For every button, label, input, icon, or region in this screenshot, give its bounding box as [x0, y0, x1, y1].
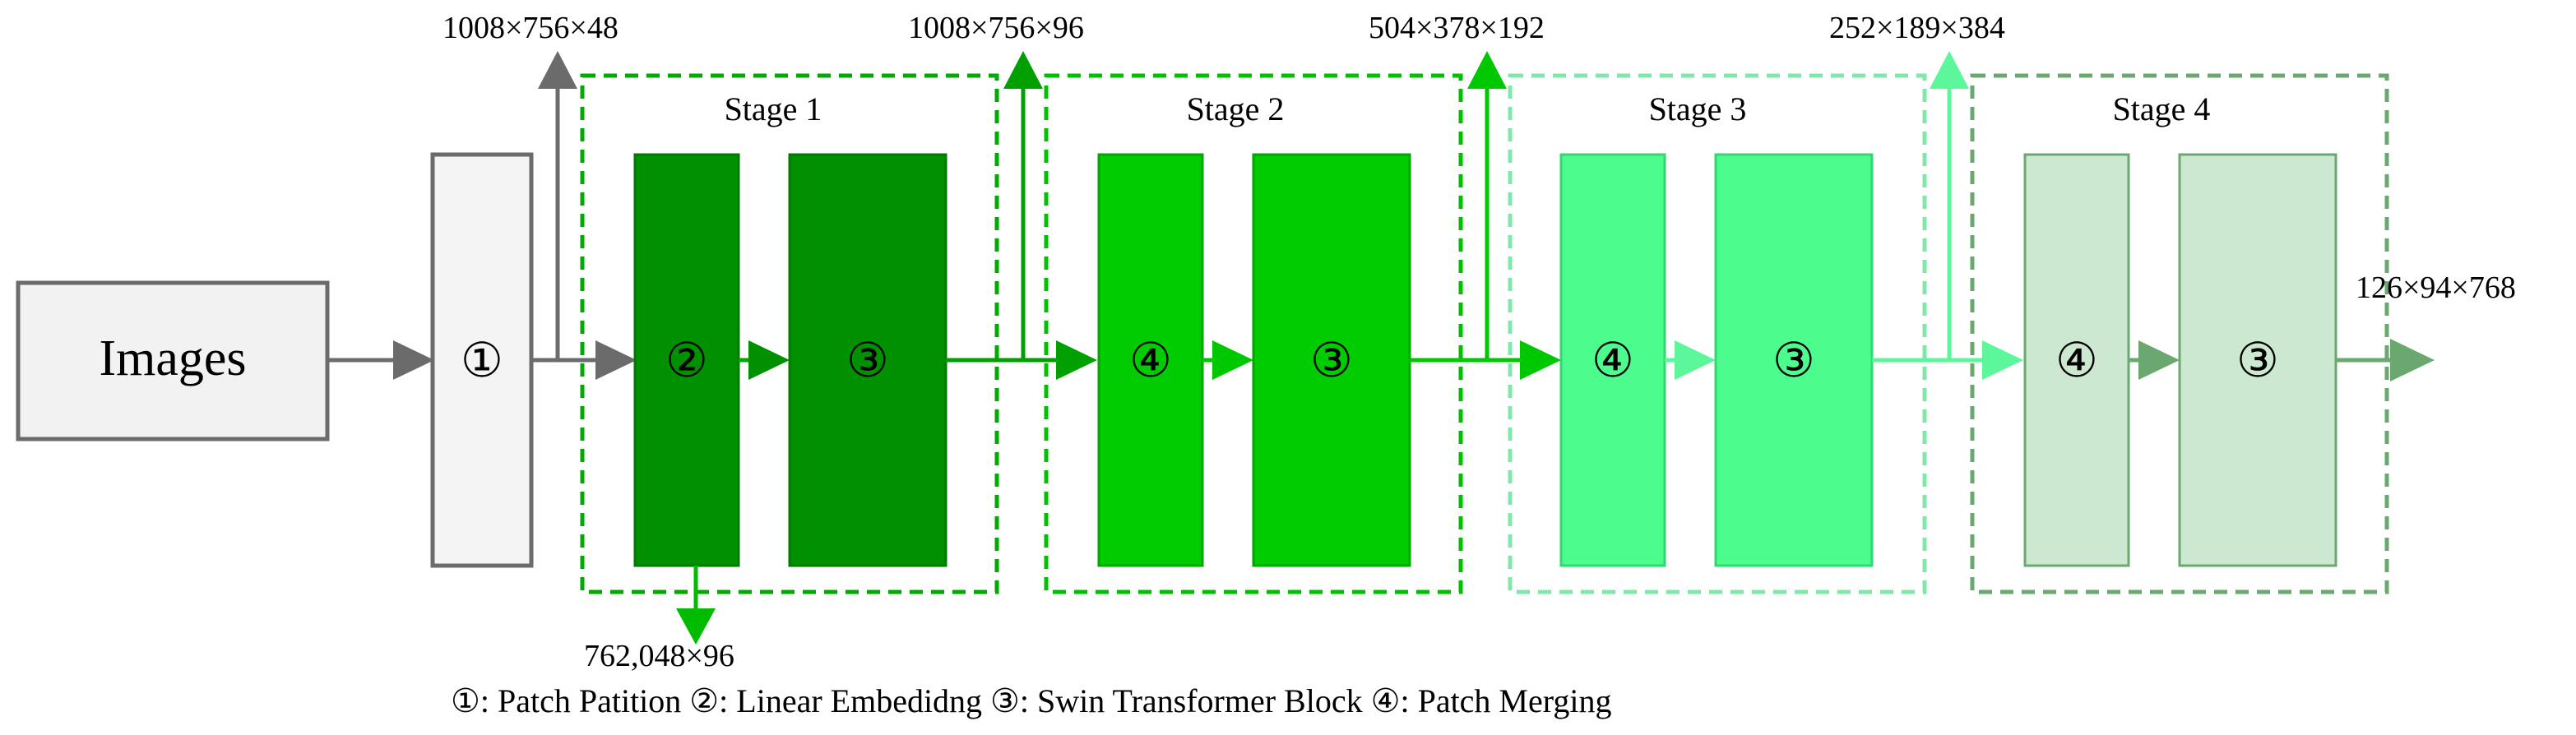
stage-3-block-1-symbol: ④ — [1591, 332, 1634, 388]
stage-1-block-2 — [788, 153, 947, 567]
dim-label-0: 1008×756×48 — [442, 11, 619, 45]
input-label: Images — [99, 331, 246, 386]
input-box — [16, 280, 330, 441]
stage-1-title: Stage 1 — [725, 90, 822, 127]
stage-1-block-2-symbol: ③ — [846, 332, 889, 388]
stage-4-frame — [1970, 73, 2389, 594]
stage-3-frame — [1508, 73, 1927, 594]
patch-partition-node: ① — [430, 152, 534, 568]
stage-2-block-1 — [1097, 153, 1204, 567]
stage-1-frame — [580, 73, 999, 594]
arrow-stage1-to-stage2 — [946, 51, 1097, 380]
stage-1-block-1-symbol: ② — [665, 332, 708, 388]
stage-3: Stage 3 ④ ③ — [1508, 73, 1927, 594]
stage-3-title: Stage 3 — [1649, 90, 1747, 127]
stage-2-frame — [1044, 73, 1463, 594]
patch-partition-box — [430, 152, 534, 568]
stage-3-block-1 — [1559, 153, 1666, 567]
arrow-stage3-to-stage4 — [1872, 51, 2023, 380]
stage-4-block-2-symbol: ③ — [2236, 332, 2279, 388]
dim-label-embed: 762,048×96 — [584, 639, 734, 673]
stage-2-block-2-symbol: ③ — [1310, 332, 1353, 388]
stage-4-block-1-symbol: ④ — [2055, 332, 2098, 388]
dim-label-out: 126×94×768 — [2356, 270, 2516, 305]
patch-partition-symbol: ① — [461, 332, 503, 388]
stage-2-block-1-symbol: ④ — [1129, 332, 1172, 388]
stage-3-block-2 — [1714, 153, 1874, 567]
stage-4-block-2 — [2178, 153, 2337, 567]
stage-4-block-1 — [2023, 153, 2130, 567]
arrow-partition-to-stage1 — [531, 51, 637, 380]
stage-1: Stage 1 ② ③ — [580, 73, 999, 645]
stage-4: Stage 4 ④ ③ — [1970, 73, 2389, 594]
stage-2-title: Stage 2 — [1187, 90, 1285, 127]
stage-3-block-2-symbol: ③ — [1772, 332, 1815, 388]
stage-2-block-2 — [1252, 153, 1411, 567]
input-node: Images — [16, 280, 330, 441]
legend-text: ①: Patch Patition ②: Linear Embedidng ③:… — [451, 682, 1611, 719]
arrow-input-to-partition — [327, 340, 434, 380]
dim-label-2: 504×378×192 — [1369, 11, 1545, 45]
dim-label-1: 1008×756×96 — [908, 11, 1084, 45]
stage-2: Stage 2 ④ ③ — [1044, 73, 1463, 594]
stage-4-title: Stage 4 — [2113, 90, 2211, 127]
arrow-stage2-to-stage3 — [1410, 51, 1561, 380]
arrow-output — [2336, 339, 2435, 381]
dim-label-3: 252×189×384 — [1829, 11, 2005, 45]
